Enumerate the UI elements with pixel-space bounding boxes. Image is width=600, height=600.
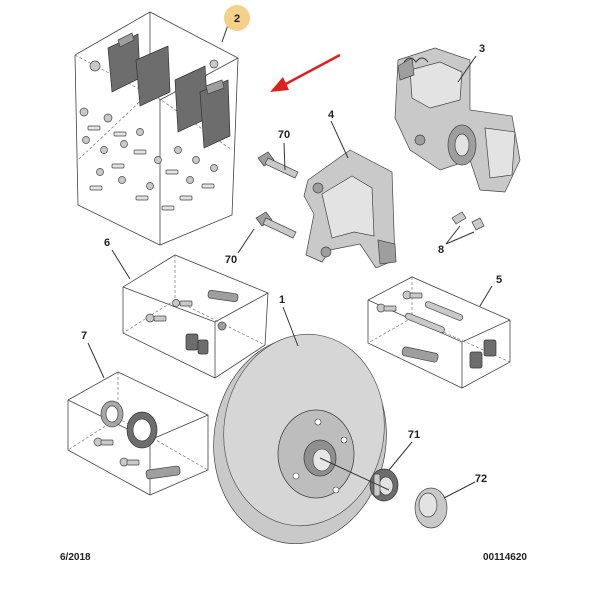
- callouts: 2 3 4 70 70 6 8 5 1 7 71 72: [81, 5, 502, 485]
- red-arrow-icon: [270, 53, 341, 92]
- callout-71: 71: [408, 429, 420, 441]
- guide-pin-kit-box-6: [122, 254, 269, 379]
- callout-2: 2: [234, 13, 240, 25]
- callout-3: 3: [479, 43, 485, 55]
- brake-disc: [213, 333, 387, 545]
- callout-70-lower: 70: [225, 254, 237, 266]
- bleed-screws: [451, 211, 485, 231]
- footer-reference: 00114620: [483, 552, 527, 563]
- callout-2-highlight: [224, 5, 250, 31]
- callout-6: 6: [104, 237, 110, 249]
- carrier-bolt-upper: [257, 151, 299, 179]
- guide-pin-kit-box-5: [367, 276, 511, 389]
- callout-5: 5: [496, 274, 502, 286]
- callout-70-upper: 70: [278, 129, 290, 141]
- callout-7: 7: [81, 330, 87, 342]
- footer-date: 6/2018: [60, 552, 91, 563]
- hub-dust-cap: [414, 487, 448, 529]
- callout-4: 4: [328, 109, 335, 121]
- callout-leader-lines: [87, 21, 493, 499]
- carrier-bolt-lower: [255, 211, 297, 239]
- hub-nut: [369, 468, 399, 502]
- callout-1: 1: [279, 294, 285, 306]
- brake-pad-kit-box: [74, 11, 239, 246]
- callout-72: 72: [475, 473, 487, 485]
- brake-caliper: [394, 47, 521, 193]
- caliper-carrier-bracket: [303, 149, 397, 269]
- callout-8: 8: [438, 244, 444, 256]
- caliper-repair-kit-box-7: [67, 371, 209, 496]
